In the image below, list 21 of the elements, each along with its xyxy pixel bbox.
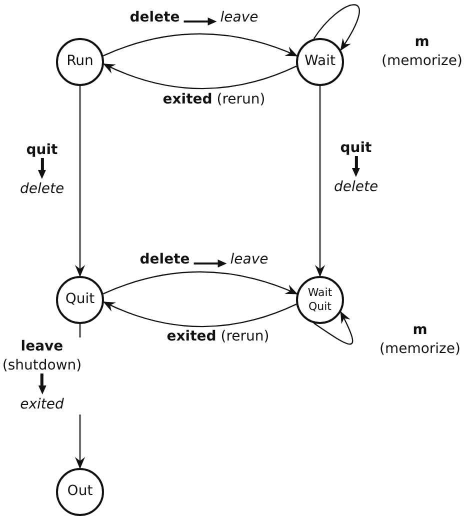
self-loop-arrow [313,311,354,345]
state-name: Quit [65,291,95,309]
transition-arrow [102,33,298,56]
edge-label: delete leave [130,8,258,28]
state-circle [296,38,344,86]
state-circle [296,276,344,324]
state-circle [56,276,104,324]
state-name: Wait Quit [306,286,334,314]
state-name: Wait [304,53,336,71]
transition-arrow [102,271,298,294]
edge-label: delete leave [140,250,268,270]
state-name: Run [66,53,94,71]
self-loop-arrow [313,4,360,51]
state-circle [56,468,104,516]
transition-arrow [75,86,85,277]
state-circle [56,38,104,86]
state-name: Out [67,483,93,501]
transition-arrow [315,86,325,277]
transition-arrow [103,302,297,328]
edge-label: leave (shutdown) exited [2,338,82,414]
transition-arrow [103,64,297,90]
